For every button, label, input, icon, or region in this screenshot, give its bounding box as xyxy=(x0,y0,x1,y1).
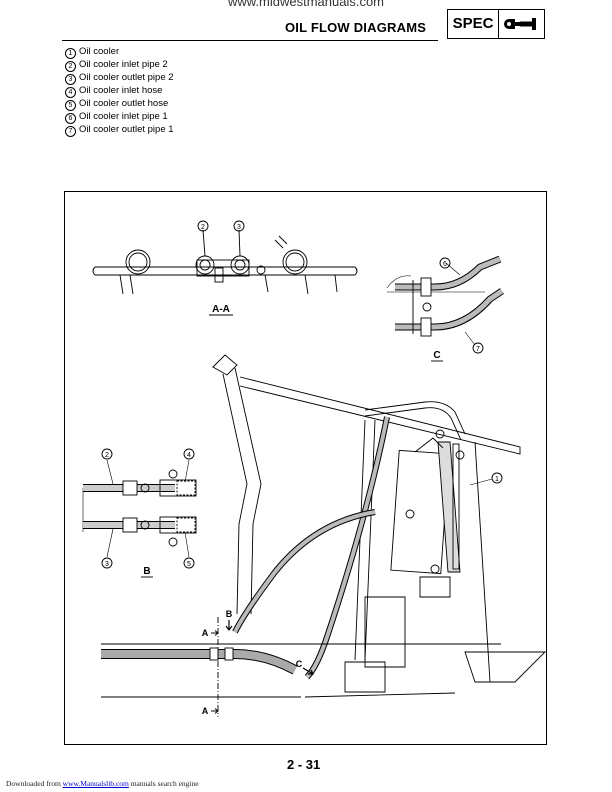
legend-label: Oil cooler outlet hose xyxy=(79,98,169,109)
page-number: 2 - 31 xyxy=(287,757,321,772)
callout-3-b: 3 xyxy=(105,561,109,568)
main-frame-view: 1 A A B C xyxy=(101,354,547,717)
callout-2-b: 2 xyxy=(105,452,109,459)
spec-badge: SPEC xyxy=(447,9,499,39)
detail-b: 2 3 4 5 B xyxy=(82,448,197,578)
footer-suffix: manuals search engine xyxy=(128,779,199,788)
legend-label: Oil cooler inlet pipe 2 xyxy=(79,59,168,70)
section-label-b: B xyxy=(143,566,150,577)
legend-label: Oil cooler inlet pipe 1 xyxy=(79,111,168,122)
wrench-icon xyxy=(503,18,536,30)
callout-4-b: 4 xyxy=(187,452,191,459)
callout-6-c: 6 xyxy=(443,261,447,268)
page-title: OIL FLOW DIAGRAMS xyxy=(285,20,427,35)
legend-number: 3 xyxy=(65,74,76,85)
callout-7-c: 7 xyxy=(476,346,480,353)
section-label-c: C xyxy=(433,350,440,361)
legend-number: 1 xyxy=(65,48,76,59)
manualslib-link[interactable]: www.Manualslib.com xyxy=(62,779,129,788)
legend-label: Oil cooler inlet hose xyxy=(79,85,163,96)
callout-3-aa: 3 xyxy=(237,224,241,231)
detail-c: 6 7 C xyxy=(386,255,504,362)
header-divider xyxy=(62,40,438,41)
legend-number: 5 xyxy=(65,100,76,111)
section-marker-a-top: A xyxy=(202,628,209,638)
footer-prefix: Downloaded from xyxy=(6,779,63,788)
legend-number: 2 xyxy=(65,61,76,72)
legend-number: 6 xyxy=(65,113,76,124)
callout-5-b: 5 xyxy=(187,561,191,568)
section-marker-a-bottom: A xyxy=(202,706,209,716)
callout-2-aa: 2 xyxy=(201,224,205,231)
download-footer: Downloaded from www.Manualslib.com manua… xyxy=(6,779,199,788)
legend-label: Oil cooler outlet pipe 2 xyxy=(79,72,174,83)
legend-label: Oil cooler xyxy=(79,46,120,57)
oil-flow-figure: 2 3 A-A 6 7 C xyxy=(64,191,547,745)
detail-a-a: 2 3 A-A xyxy=(92,220,358,316)
callout-1-oil-cooler: 1 xyxy=(495,476,499,483)
legend-label: Oil cooler outlet pipe 1 xyxy=(79,124,174,135)
site-url: www.midwestmanuals.com xyxy=(227,0,385,9)
legend-number: 4 xyxy=(65,87,76,98)
view-arrow-b: B xyxy=(226,609,233,619)
legend-number: 7 xyxy=(65,126,76,137)
view-arrow-c: C xyxy=(296,659,303,669)
section-label-a-a: A-A xyxy=(212,304,230,315)
spec-icon-box xyxy=(499,9,545,39)
oil-cooler-diagram: 2 3 A-A 6 7 C xyxy=(82,220,547,717)
